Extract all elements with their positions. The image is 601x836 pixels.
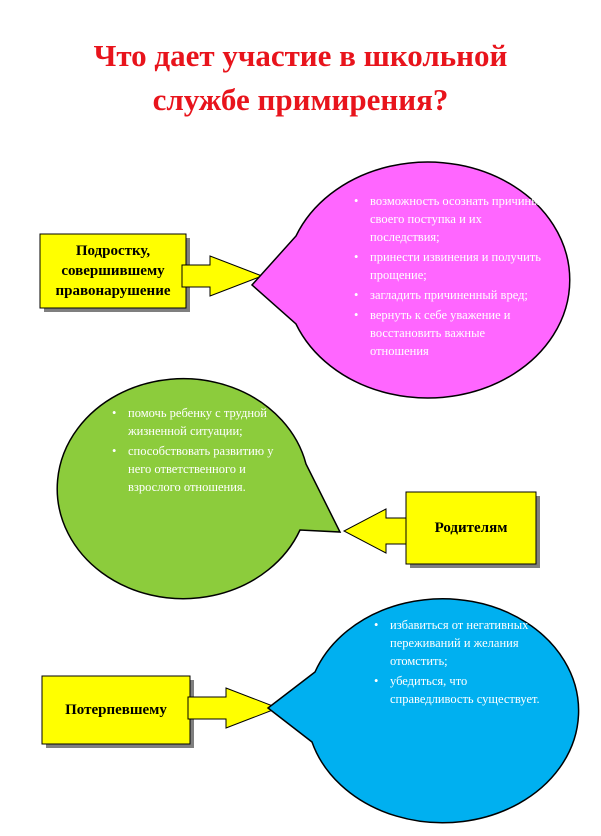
victim-arrow (187, 687, 280, 729)
parents-benefits-list: помочь ребенку с трудной жизненной ситуа… (110, 404, 274, 498)
teen-benefits-list: возможность осознать причины своего пост… (352, 192, 546, 362)
list-item: возможность осознать причины своего пост… (354, 192, 546, 246)
page-title: Что дает участие в школьной службе прими… (0, 34, 601, 122)
teen-arrow (181, 255, 264, 297)
victim-label: Потерпевшему (65, 702, 167, 718)
list-item: убедиться, что справедливость существует… (374, 672, 540, 708)
list-item: помочь ребенку с трудной жизненной ситуа… (112, 404, 274, 440)
title-line-2: службе примирения? (152, 82, 449, 117)
parents-arrow (342, 508, 411, 554)
parents-box-shape (405, 491, 537, 565)
list-item: загладить причиненный вред; (354, 286, 546, 304)
title-line-1: Что дает участие в школьной (93, 38, 508, 73)
list-item: принести извинения и получить прощение; (354, 248, 546, 284)
list-item: вернуть к себе уважение и восстановить в… (354, 306, 546, 360)
victim-benefits-list: избавиться от негативных переживаний и ж… (372, 616, 540, 710)
teen-label-box: Подростку, совершившему правонарушение (40, 234, 186, 308)
parents-label: Родителям (434, 520, 508, 536)
teen-label: Подростку, совершившему правонарушение (55, 243, 171, 299)
list-item: избавиться от негативных переживаний и ж… (374, 616, 540, 670)
list-item: способствовать развитию у него ответстве… (112, 442, 274, 496)
parents-label-box: Родителям (406, 492, 536, 564)
victim-label-box: Потерпевшему (42, 676, 190, 744)
